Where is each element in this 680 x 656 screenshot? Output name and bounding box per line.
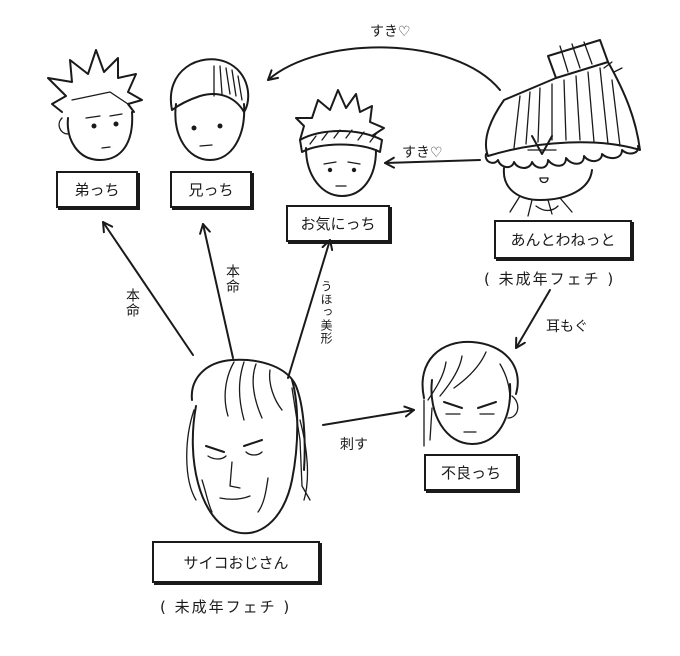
edge-label-antoinette-furyo: 耳もぐ (546, 319, 588, 335)
node-furyo: 不良っち (424, 454, 518, 491)
furyo-portrait (421, 340, 519, 447)
ani-portrait (169, 58, 250, 161)
edge-label-saiko-furyo: 刺す (340, 437, 368, 453)
node-antoinette-note: ( 未成年フェチ ) (484, 270, 616, 288)
node-furyo-label: 不良っち (440, 464, 501, 482)
arrow-saiko-to-furyo (322, 405, 415, 426)
sparkle-mark (603, 61, 623, 73)
node-antoinette: あんとわねっと (494, 220, 632, 259)
node-antoinette-label: あんとわねっと (510, 231, 616, 249)
node-okini: お気にっち (286, 205, 390, 242)
saiko-portrait (186, 358, 311, 535)
edge-label-saiko-otouto: 本命 (124, 288, 140, 318)
edge-label-antoinette-ani: すき♡ (370, 24, 411, 40)
antoinette-portrait (484, 39, 641, 217)
edge-label-saiko-okini: うほっ美形 (319, 280, 333, 345)
edge-label-saiko-ani: 本命 (224, 264, 240, 294)
arrow-antoinette-to-okini (384, 156, 481, 169)
node-saiko-label: サイコおじさん (183, 553, 289, 572)
edge-label-antoinette-okini: すき♡ (402, 145, 443, 161)
node-saiko: サイコおじさん (152, 541, 320, 583)
arrow-antoinette-to-furyo (515, 289, 551, 349)
node-okini-label: お気にっち (300, 215, 376, 233)
node-ani-label: 兄っち (188, 181, 234, 199)
arrow-saiko-to-otouto (102, 221, 194, 356)
okini-portrait (295, 89, 385, 197)
arrow-saiko-to-okini (287, 239, 334, 379)
arrow-antoinette-to-ani (267, 46, 501, 91)
node-otouto: 弟っち (56, 171, 138, 208)
node-otouto-label: 弟っち (74, 181, 120, 199)
arrow-saiko-to-ani (199, 223, 234, 359)
otouto-portrait (47, 49, 143, 161)
node-ani: 兄っち (170, 171, 252, 208)
node-saiko-note: ( 未成年フェチ ) (160, 598, 292, 616)
